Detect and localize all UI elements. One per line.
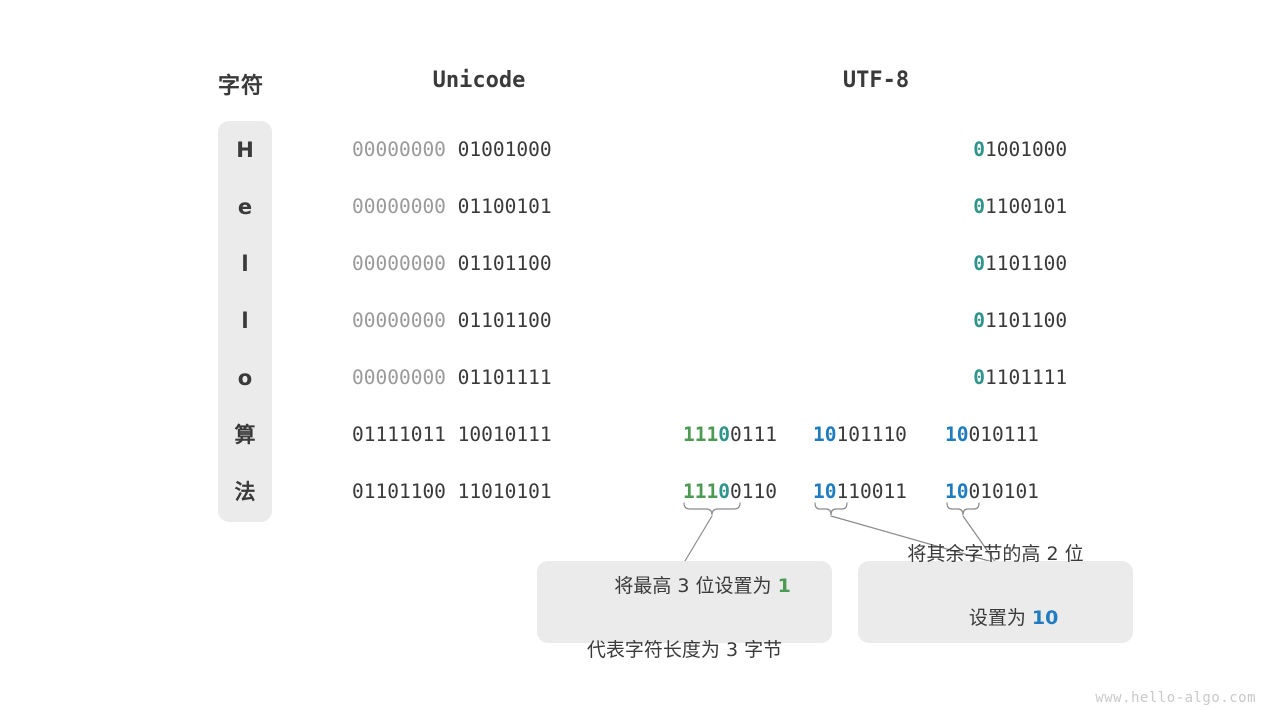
utf8-byte: 10010101 <box>945 479 1039 505</box>
utf8-byte: 11100111 <box>683 422 777 448</box>
utf8-byte: 01101111 <box>973 365 1067 391</box>
utf8-byte-prefix: 111 <box>683 480 719 503</box>
unicode-low-byte: 01100101 <box>457 195 552 218</box>
unicode-byte-gap <box>446 252 458 275</box>
unicode-byte-gap <box>446 309 458 332</box>
unicode-high-byte: 00000000 <box>352 366 446 389</box>
unicode-cell: 01101100 11010101 <box>352 479 552 505</box>
unicode-byte-gap <box>446 195 458 218</box>
utf8-byte-payload: 110011 <box>836 480 907 503</box>
unicode-low-byte: 01101100 <box>457 252 552 275</box>
utf8-byte: 10101110 <box>813 422 907 448</box>
utf8-byte-payload: 0110 <box>729 480 777 503</box>
utf8-byte-prefix: 10 <box>945 480 969 503</box>
character-cell: 算 <box>234 423 256 447</box>
utf8-byte-prefix: 0 <box>973 366 985 389</box>
utf8-byte-prefix-terminator: 0 <box>718 423 730 446</box>
utf8-byte-prefix: 0 <box>973 252 985 275</box>
utf8-byte-prefix: 0 <box>973 309 985 332</box>
callout-2-line-1: 将其余字节的高 2 位 <box>907 543 1084 565</box>
utf8-byte: 01101100 <box>973 308 1067 334</box>
unicode-high-byte: 00000000 <box>352 138 446 161</box>
unicode-cell: 00000000 01101100 <box>352 251 552 277</box>
column-header-unicode: Unicode <box>432 68 526 93</box>
utf8-byte-payload: 1100101 <box>984 195 1068 218</box>
utf8-byte-payload: 101110 <box>836 423 907 446</box>
unicode-byte-gap <box>446 423 458 446</box>
utf8-byte-prefix: 10 <box>813 480 837 503</box>
character-cell: e <box>237 195 253 219</box>
unicode-cell: 00000000 01101100 <box>352 308 552 334</box>
unicode-cell: 00000000 01100101 <box>352 194 552 220</box>
unicode-high-byte: 00000000 <box>352 309 446 332</box>
utf8-byte-prefix-terminator: 0 <box>718 480 730 503</box>
unicode-high-byte: 00000000 <box>352 252 446 275</box>
callout-1-highlight: 1 <box>777 575 791 597</box>
unicode-low-byte: 01101111 <box>457 366 552 389</box>
unicode-low-byte: 01101100 <box>457 309 552 332</box>
callout-1-line-2: 代表字符长度为 3 字节 <box>586 639 783 661</box>
callout-2-highlight: 10 <box>1031 607 1059 629</box>
unicode-byte-gap <box>446 480 458 503</box>
unicode-byte-gap <box>446 138 458 161</box>
unicode-high-byte: 00000000 <box>352 195 446 218</box>
unicode-low-byte: 10010111 <box>457 423 552 446</box>
character-cell: H <box>236 138 254 162</box>
utf8-byte: 01100101 <box>973 194 1067 220</box>
utf8-byte: 10010111 <box>945 422 1039 448</box>
utf8-byte-payload: 1001000 <box>984 138 1068 161</box>
utf8-byte: 01001000 <box>973 137 1067 163</box>
utf8-byte: 11100110 <box>683 479 777 505</box>
unicode-high-byte: 01111011 <box>352 423 446 446</box>
character-cell: l <box>241 252 249 276</box>
callout-continuation-bits: 将其余字节的高 2 位 设置为 10 <box>858 543 1133 643</box>
unicode-byte-gap <box>446 366 458 389</box>
utf8-byte: 10110011 <box>813 479 907 505</box>
character-cell: l <box>241 309 249 333</box>
unicode-cell: 00000000 01001000 <box>352 137 552 163</box>
utf8-byte-payload: 1101111 <box>984 366 1068 389</box>
utf8-byte-payload: 0111 <box>729 423 777 446</box>
utf8-byte: 01101100 <box>973 251 1067 277</box>
utf8-byte-prefix: 111 <box>683 423 719 446</box>
utf8-byte-prefix: 10 <box>945 423 969 446</box>
unicode-low-byte: 01001000 <box>457 138 552 161</box>
column-header-utf8: UTF-8 <box>842 68 910 93</box>
utf8-byte-prefix: 10 <box>813 423 837 446</box>
utf8-byte-prefix: 0 <box>973 138 985 161</box>
callout-1-line-1: 将最高 3 位设置为 1 <box>578 538 791 634</box>
callout-2-line-2: 设置为 10 <box>933 570 1059 666</box>
unicode-low-byte: 11010101 <box>457 480 552 503</box>
utf8-byte-payload: 1101100 <box>984 309 1068 332</box>
utf8-byte-payload: 010111 <box>968 423 1039 446</box>
unicode-cell: 00000000 01101111 <box>352 365 552 391</box>
watermark: www.hello-algo.com <box>1095 690 1256 706</box>
character-cell: o <box>237 366 253 390</box>
column-header-character: 字符 <box>218 74 265 99</box>
character-cell: 法 <box>234 480 256 504</box>
callout-1-line-1-text: 将最高 3 位设置为 <box>614 575 778 597</box>
utf8-byte-payload: 010101 <box>968 480 1039 503</box>
utf8-byte-prefix: 0 <box>973 195 985 218</box>
unicode-cell: 01111011 10010111 <box>352 422 552 448</box>
utf8-byte-payload: 1101100 <box>984 252 1068 275</box>
unicode-high-byte: 01101100 <box>352 480 446 503</box>
character-column-panel <box>218 121 272 522</box>
callout-leading-bits: 将最高 3 位设置为 1 代表字符长度为 3 字节 <box>537 561 832 661</box>
callout-2-line-2-text: 设置为 <box>968 607 1032 629</box>
